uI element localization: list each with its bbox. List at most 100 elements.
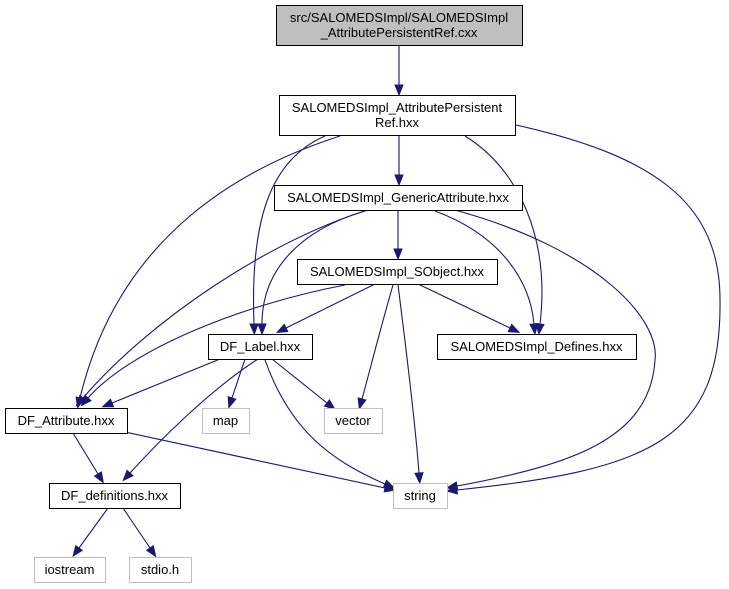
node-label: DF_Attribute.hxx [18, 413, 115, 428]
node-box [129, 557, 192, 583]
arrowhead-icon [145, 544, 157, 558]
edge-line [397, 284, 420, 474]
edge-line [252, 135, 326, 325]
node-box [437, 334, 637, 360]
arrowhead-icon [507, 323, 521, 333]
edge-genericattr_hxx-to-sobject_hxx [393, 210, 403, 261]
node-box [279, 95, 516, 136]
node-box [393, 483, 448, 509]
node-label: vector [335, 413, 371, 428]
node-label: iostream [45, 562, 95, 577]
node-box [274, 185, 523, 211]
node-label: Ref.hxx [375, 115, 420, 130]
node-label: SALOMEDSImpl_AttributePersistent [292, 100, 503, 115]
node-sobject-hxx[interactable]: SALOMEDSImpl_SObject.hxx [297, 259, 498, 285]
node-defines-hxx[interactable]: SALOMEDSImpl_Defines.hxx [437, 334, 637, 360]
arrowhead-icon [249, 323, 259, 336]
edge-line [231, 358, 246, 399]
edge-line [456, 124, 721, 491]
edge-line [264, 359, 386, 485]
arrowhead-icon [75, 394, 87, 407]
arrowhead-icon [227, 396, 237, 409]
node-root[interactable]: src/SALOMEDSImpl/SALOMEDSImpl_AttributeP… [276, 5, 523, 46]
edge-sobject_hxx-to-df_label_hxx [275, 283, 376, 334]
edge-line [87, 284, 346, 399]
edge-attrpersref_hxx-to-df_label_hxx [249, 135, 326, 336]
node-stdio-h: stdio.h [129, 557, 192, 583]
arrowhead-icon [529, 323, 539, 336]
node-label: SALOMEDSImpl_Defines.hxx [451, 339, 623, 354]
edge-sobject_hxx-to-df_attribute_hxx [80, 284, 346, 407]
node-label: _AttributePersistentRef.cxx [320, 25, 478, 40]
node-label: map [213, 413, 238, 428]
node-string: string [393, 483, 448, 509]
edge-line [285, 283, 376, 329]
arrowhead-icon [445, 481, 459, 491]
edge-line [454, 209, 656, 487]
edge-sobject_hxx-to-string [397, 284, 424, 485]
node-label: DF_Label.hxx [220, 339, 301, 354]
edge-df_label_hxx-to-df_definitions_hxx [122, 358, 259, 482]
edge-line [111, 358, 221, 404]
edge-df_attribute_hxx-to-df_definitions_hxx [72, 432, 104, 484]
edge-line [129, 358, 259, 474]
edge-df_label_hxx-to-vector [271, 358, 336, 411]
node-box [202, 408, 250, 434]
node-label: SALOMEDSImpl_SObject.hxx [310, 264, 485, 279]
node-label: src/SALOMEDSImpl/SALOMEDSImpl [290, 10, 508, 25]
edge-line [417, 283, 511, 329]
edge-df_definitions_hxx-to-iostream [72, 507, 109, 558]
arrowhead-icon [394, 174, 404, 187]
edge-attrpersref_hxx-to-defines_hxx [464, 135, 545, 336]
node-box [208, 334, 313, 360]
node-genericattr-hxx[interactable]: SALOMEDSImpl_GenericAttribute.hxx [274, 185, 523, 211]
node-box [324, 408, 383, 434]
node-iostream: iostream [34, 557, 106, 583]
edge-sobject_hxx-to-defines_hxx [417, 283, 521, 333]
edges-layer [72, 45, 721, 558]
edge-line [124, 431, 386, 489]
node-attrpersref-hxx[interactable]: SALOMEDSImpl_AttributePersistentRef.hxx [279, 95, 516, 136]
edge-attrpersref_hxx-to-genericattr_hxx [394, 135, 404, 187]
edge-root-to-attrpersref_hxx [394, 45, 404, 97]
edge-line [72, 432, 99, 475]
node-box [49, 483, 181, 509]
edge-line [271, 358, 328, 404]
arrowhead-icon [394, 84, 404, 97]
arrowhead-icon [323, 398, 336, 411]
arrowhead-icon [101, 398, 115, 408]
node-df-label-hxx[interactable]: DF_Label.hxx [208, 334, 313, 360]
node-label: SALOMEDSImpl_GenericAttribute.hxx [287, 190, 509, 205]
arrowhead-icon [80, 394, 92, 407]
arrowhead-icon [257, 323, 267, 336]
edge-genericattr_hxx-to-string [445, 209, 656, 491]
edge-genericattr_hxx-to-defines_hxx [434, 210, 539, 336]
node-df-definitions-hxx[interactable]: DF_definitions.hxx [49, 483, 181, 509]
arrowhead-icon [275, 323, 289, 334]
arrowhead-icon [122, 469, 134, 482]
arrowhead-icon [357, 397, 367, 410]
arrowhead-icon [72, 544, 84, 558]
edge-line [464, 135, 543, 325]
edge-attrpersref_hxx-to-string [445, 124, 721, 495]
edge-genericattr_hxx-to-df_attribute_hxx [75, 209, 369, 407]
edge-line [361, 284, 394, 400]
edge-line [82, 209, 369, 399]
node-box [5, 408, 128, 434]
arrowhead-icon [393, 248, 403, 261]
arrowhead-icon [535, 322, 545, 336]
nodes-layer: src/SALOMEDSImpl/SALOMEDSImpl_AttributeP… [5, 5, 637, 583]
node-box [276, 5, 523, 46]
edge-df_label_hxx-to-df_attribute_hxx [101, 358, 221, 408]
edge-line [122, 507, 151, 549]
edge-sobject_hxx-to-vector [357, 284, 394, 410]
edge-df_definitions_hxx-to-stdio_h [122, 507, 157, 558]
node-df-attribute-hxx[interactable]: DF_Attribute.hxx [5, 408, 128, 434]
arrowhead-icon [383, 483, 397, 493]
edge-df_attribute_hxx-to-string [124, 431, 397, 493]
node-box [34, 557, 106, 583]
edge-line [434, 210, 535, 325]
edge-line [78, 507, 109, 549]
node-label: string [404, 488, 436, 503]
